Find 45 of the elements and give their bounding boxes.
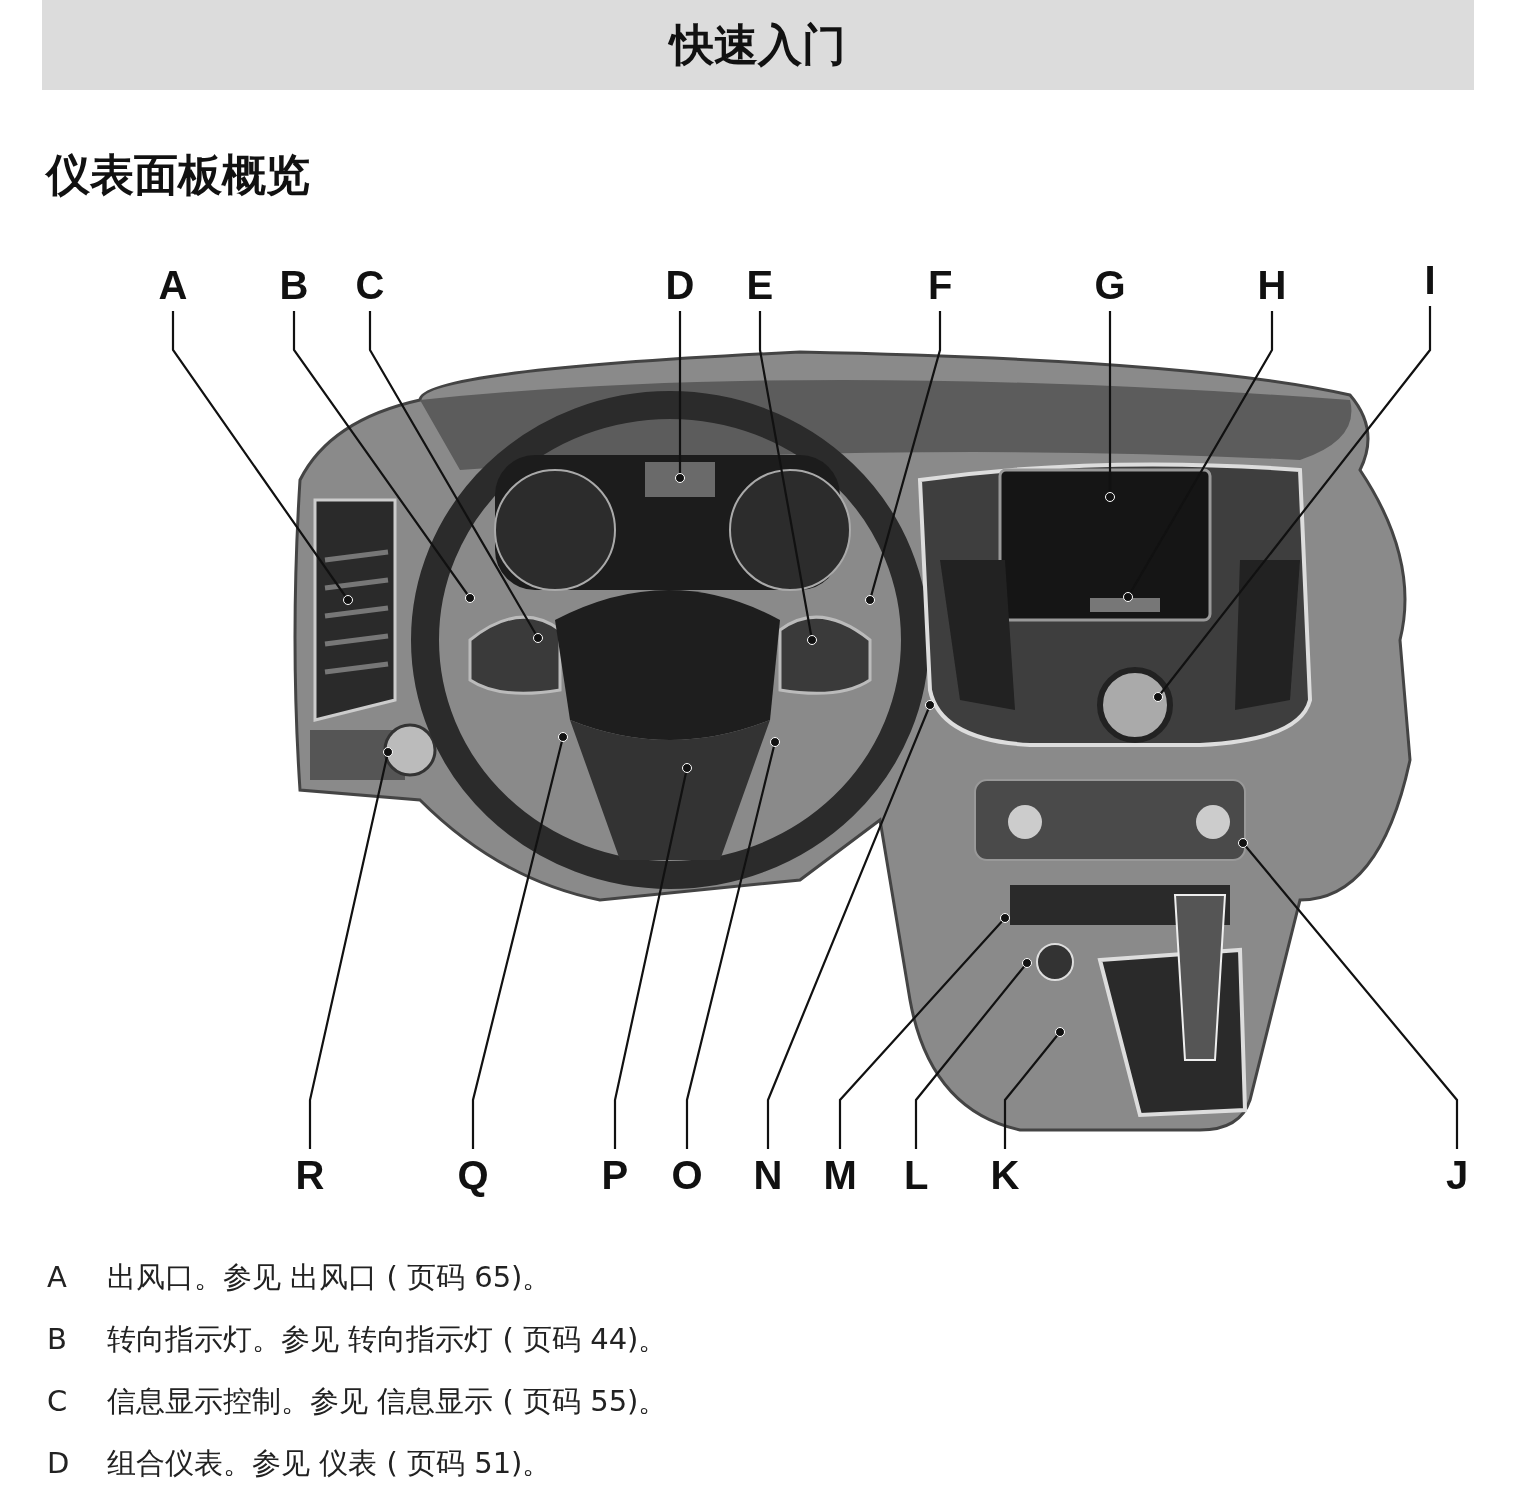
callout-letter: G [1092,265,1128,305]
key-description: 组合仪表。参见 仪表 ( 页码 51)。 [107,1445,552,1481]
callout-letter: L [902,1155,931,1195]
leader-line [613,763,692,1149]
title-bar: 快速入门 [42,0,1474,90]
callout-letter: O [669,1155,705,1195]
leader-line [471,732,568,1149]
key-letter: B [47,1321,67,1357]
callout-letter: M [821,1155,859,1195]
callout-letter: B [277,265,311,305]
leader-line [1153,306,1432,702]
section-heading: 仪表面板概览 [46,148,310,202]
key-letter: D [47,1445,70,1481]
callout-letter: P [599,1155,631,1195]
leader-line [675,311,685,483]
leader-line [914,958,1032,1149]
leader-line [368,311,543,643]
leader-line [838,913,1010,1149]
callout-letter: D [663,265,697,305]
key-description: 信息显示控制。参见 信息显示 ( 页码 55)。 [107,1383,668,1419]
leader-line [1238,838,1459,1149]
callout-letter: R [293,1155,327,1195]
callout-letter: I [1422,260,1438,300]
leader-line [685,737,780,1149]
leader-line [1105,311,1115,502]
leader-line [766,700,935,1149]
callout-letter: E [744,265,776,305]
leader-line [292,311,475,603]
leader-line [171,311,353,605]
key-description: 转向指示灯。参见 转向指示灯 ( 页码 44)。 [107,1321,668,1357]
callout-letter: J [1444,1155,1471,1195]
callout-letter: F [926,265,955,305]
key-letter: A [47,1259,67,1295]
leader-line [1123,311,1274,602]
callout-letter: N [751,1155,785,1195]
key-letter: C [47,1383,68,1419]
callout-letter: C [353,265,387,305]
leader-line [865,311,942,605]
callout-letter: K [988,1155,1022,1195]
key-description: 出风口。参见 出风口 ( 页码 65)。 [107,1259,552,1295]
callout-letter: A [156,265,190,305]
leader-line [308,747,393,1149]
leader-line [758,311,817,645]
callout-letter: Q [455,1155,491,1195]
callout-letter: H [1255,265,1289,305]
